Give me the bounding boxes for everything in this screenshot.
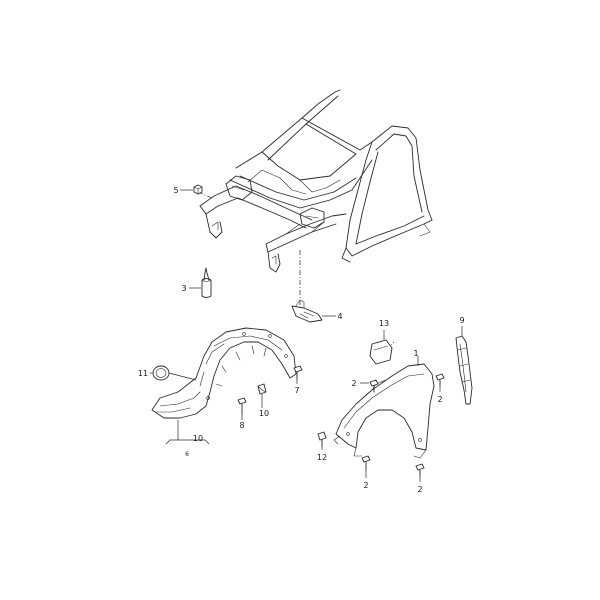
part-5-nut[interactable] (180, 184, 203, 195)
group-bracket-6-10 (165, 420, 210, 445)
part-2-bolt-a[interactable] (360, 379, 379, 393)
part-12-clip[interactable] (317, 431, 327, 450)
body-shell (199, 89, 433, 273)
callout-4[interactable]: 4 (337, 312, 342, 321)
part-3-sealant-tube[interactable] (189, 267, 212, 298)
part-13-fuel-cap-cover[interactable] (369, 330, 393, 365)
part-7-screw[interactable] (293, 365, 303, 384)
part-2-bolt-d[interactable] (415, 463, 425, 482)
callout-labels: 1 2 2 2 2 3 4 5 6 7 8 9 10 10 11 12 13 (138, 186, 465, 494)
callout-10-a[interactable]: 10 (259, 409, 269, 418)
part-1-fender[interactable] (333, 356, 435, 459)
callout-5[interactable]: 5 (173, 186, 178, 195)
callout-8[interactable]: 8 (239, 421, 244, 430)
part-11-sealing-cap[interactable] (150, 365, 197, 381)
callout-10-b[interactable]: 10 (193, 434, 203, 443)
callout-3[interactable]: 3 (181, 284, 186, 293)
assembly-lines (197, 191, 395, 351)
callout-2-a[interactable]: 2 (351, 379, 356, 388)
callout-9[interactable]: 9 (459, 316, 464, 325)
part-2-bolt-c[interactable] (361, 455, 371, 478)
callout-2-b[interactable]: 2 (437, 395, 442, 404)
part-2-bolt-b[interactable] (435, 373, 445, 392)
part-6-wheelhouse-liner[interactable] (151, 327, 297, 419)
part-9-seal-strip[interactable] (455, 326, 473, 405)
callout-12[interactable]: 12 (317, 453, 327, 462)
callout-13[interactable]: 13 (379, 319, 389, 328)
part-4-bracket[interactable] (291, 299, 336, 323)
part-10-clip[interactable] (257, 383, 267, 408)
callout-1[interactable]: 1 (413, 349, 418, 358)
callout-2-d[interactable]: 2 (417, 485, 422, 494)
part-8-bolt[interactable] (237, 397, 247, 420)
callout-11[interactable]: 11 (138, 369, 148, 378)
callout-6[interactable]: 6 (185, 451, 189, 458)
callout-2-c[interactable]: 2 (363, 481, 368, 490)
callout-7[interactable]: 7 (294, 386, 299, 395)
